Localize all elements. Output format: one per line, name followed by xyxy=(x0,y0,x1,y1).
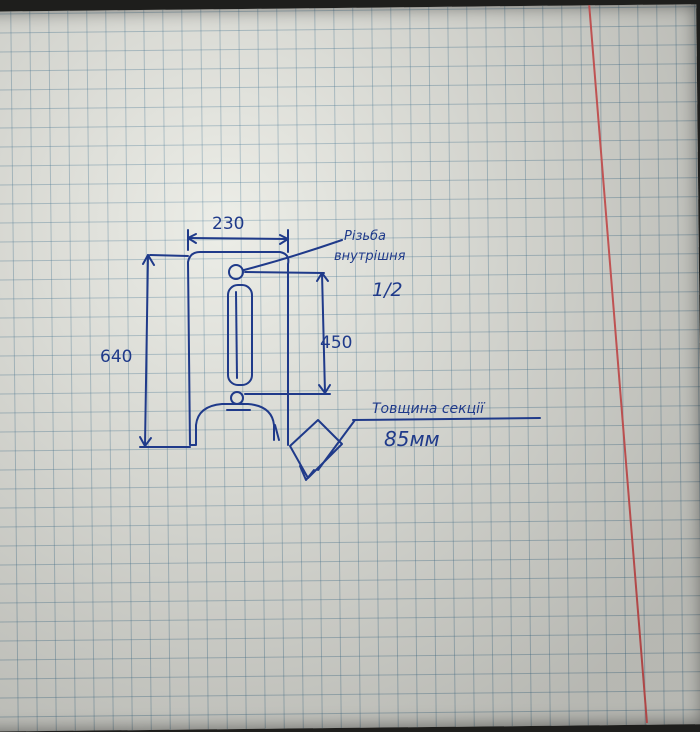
radiator-sketch: 230 640 450 Різьба внутрішня 1/2 Товщина… xyxy=(100,214,541,481)
thickness-indicator xyxy=(274,419,356,481)
height-dim-label: 640 xyxy=(100,347,132,367)
bottom-port xyxy=(230,391,244,405)
thread-label-1: Різьба xyxy=(344,229,386,244)
thread-size-label: 1/2 xyxy=(372,279,403,301)
inner-channel xyxy=(227,284,253,386)
top-port xyxy=(228,264,244,280)
width-dim-line xyxy=(187,237,289,240)
thickness-label: Товщина секції xyxy=(372,401,486,417)
thread-label-2: внутрішня xyxy=(334,249,406,264)
thickness-value: 85мм xyxy=(384,427,440,451)
height-dim-line xyxy=(144,254,149,447)
axis-dim-label: 450 xyxy=(320,333,352,353)
width-dim-label: 230 xyxy=(212,214,244,234)
axis-dim-line xyxy=(321,272,326,394)
thread-leader xyxy=(243,239,343,271)
section-outline xyxy=(187,251,290,446)
